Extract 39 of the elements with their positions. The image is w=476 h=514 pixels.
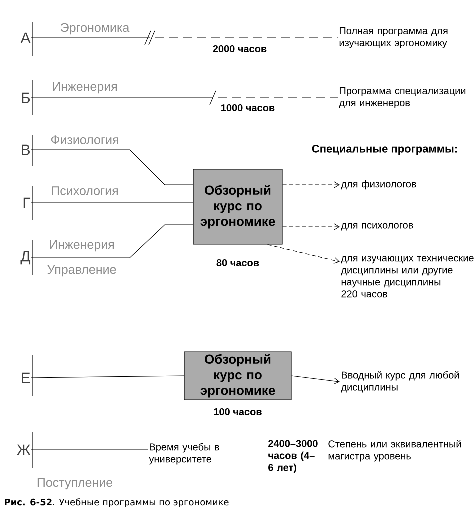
row-letter: А [20, 32, 31, 44]
edge-label: Эргономика [59, 22, 131, 36]
program-text: Программа специализации для инженеров [339, 88, 466, 108]
row-letter: Г [24, 198, 31, 208]
connector-line [30, 202, 194, 204]
section-heading: Специальные программы: [312, 145, 457, 155]
edge-label: Инженерия [48, 239, 116, 253]
figure-caption: Рис. 6-52. Учебные программы по эргономике [5, 498, 229, 508]
row-letter: Е [22, 372, 30, 384]
row-letter: Д [20, 251, 31, 265]
hours-label: 1000 часов [222, 104, 275, 112]
connector-line [268, 244, 340, 264]
program-text: Полная программа для изучающих эргономику [340, 28, 448, 48]
program-text: для изучающих технические дисциплины или другие научные дисциплины 220 часов [341, 256, 474, 298]
row-letter: Б [22, 92, 30, 104]
hours-label: 2400–3000 часов (4–6 лет) [268, 440, 318, 474]
connector-line [292, 376, 340, 385]
edge-label: Психология [50, 186, 120, 196]
connector-line [30, 150, 194, 186]
note-text: Степень или эквивалентный магистра уровень [328, 440, 462, 462]
hours-label: 100 часов [214, 408, 262, 416]
row-letter: В [22, 144, 30, 156]
program-text: Время учебы в университете [149, 443, 220, 465]
connector-line [282, 182, 340, 188]
edge-label: Инженерия [51, 81, 119, 95]
program-text: Вводный курс для любой дисциплины [341, 371, 460, 393]
hours-label: 80 часов [216, 259, 260, 267]
course-label: Поступление [38, 478, 113, 490]
hours-label: 2000 часов [213, 45, 267, 53]
program-text: для физиологов [341, 180, 416, 190]
edge-label: Физиология [50, 134, 120, 146]
connector-line [282, 224, 340, 230]
course-box: Обзорный курс по эргономике [193, 169, 283, 245]
program-text: для психологов [341, 223, 414, 231]
connector-line [30, 224, 194, 258]
course-box: Обзорный курс по эргономике [184, 352, 292, 400]
row-letter: Ж [17, 444, 31, 456]
course-label: Управление [48, 265, 116, 277]
connector-line [30, 376, 184, 378]
